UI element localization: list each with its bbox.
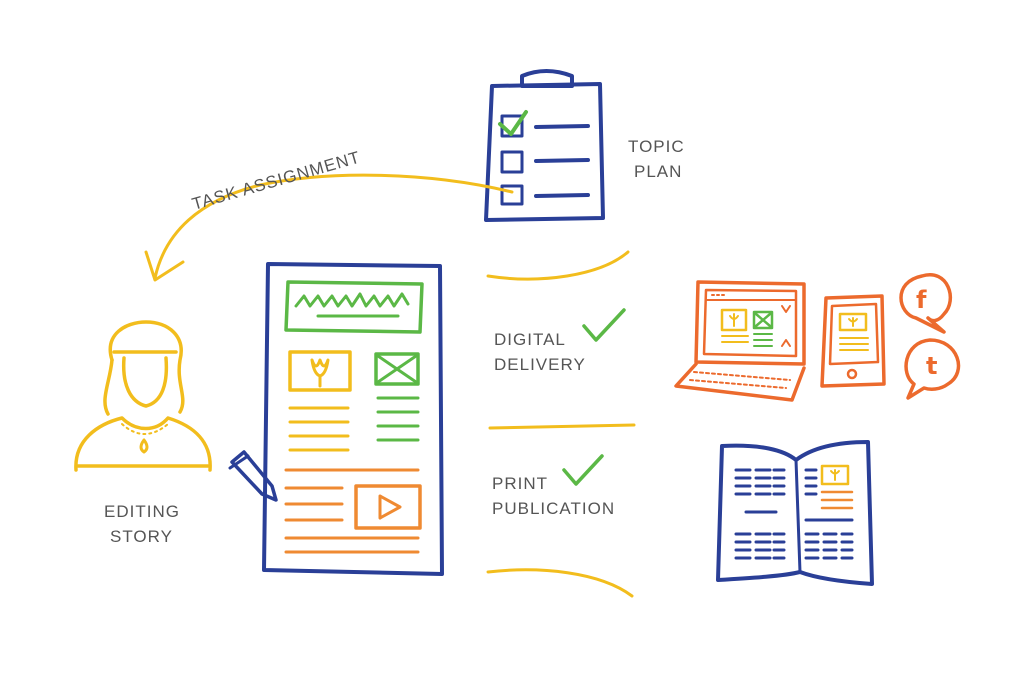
checkmark-icon (582, 308, 626, 342)
tumblr-letter: t (926, 352, 937, 380)
checkmark-icon (562, 454, 604, 486)
laptop-icon (674, 280, 806, 402)
facebook-bubble-icon: f (899, 273, 953, 334)
pencil-icon (228, 450, 278, 502)
digital-delivery-label: DIGITAL (494, 330, 566, 349)
separator-line (486, 568, 634, 598)
editing-story-label: EDITING (104, 502, 180, 521)
tumblr-bubble-icon: t (904, 338, 961, 400)
editor-person-icon (74, 320, 212, 472)
separator-line (486, 250, 630, 281)
clipboard-checklist-icon (484, 69, 605, 222)
story-document-icon (262, 262, 444, 576)
topic-plan-label: TOPIC (628, 137, 685, 156)
tablet-icon (820, 294, 886, 388)
separator-line (488, 423, 636, 430)
digital-delivery-label-2: DELIVERY (494, 355, 586, 374)
open-newspaper-icon (716, 440, 874, 586)
task-assignment-arrow (144, 173, 514, 282)
checkmark-icon (498, 110, 528, 136)
task-assignment-label: TASK ASSIGNMENT (190, 148, 363, 214)
print-publication-label: PRINT (492, 474, 548, 493)
topic-plan-label-2: PLAN (634, 162, 682, 181)
print-publication-label-2: PUBLICATION (492, 499, 615, 518)
facebook-letter: f (916, 286, 927, 314)
editing-story-label-2: STORY (110, 527, 173, 546)
